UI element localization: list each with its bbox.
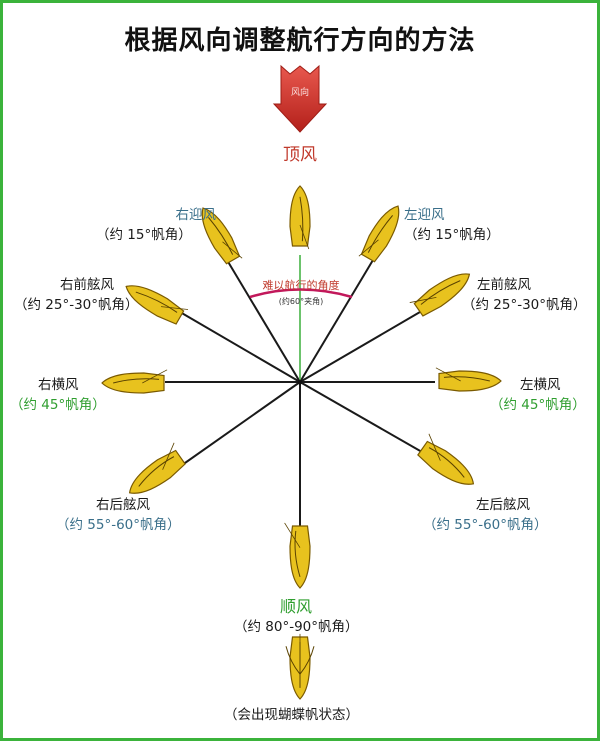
- wind-direction-arrow-icon: 风向: [272, 64, 328, 133]
- label-right-beam-reach: 右横风: [38, 377, 79, 393]
- spoke-left-broad: [299, 381, 423, 453]
- boat-left-close-reach-icon: [409, 273, 471, 317]
- label-right-beam-reach-angle: （约 45°帆角）: [10, 397, 106, 413]
- no-go-zone: 难以航行的角度 (约60°夹角): [249, 278, 353, 306]
- spoke-left-close-reach: [299, 311, 421, 383]
- page-title: 根据风向调整航行方向的方法: [124, 26, 476, 56]
- boat-head-to-wind-icon: [289, 185, 311, 250]
- label-left-beam-reach: 左横风: [520, 377, 561, 393]
- boat-butterfly-icon: [285, 633, 315, 700]
- no-go-arc: [249, 288, 353, 299]
- spoke-right-close: [226, 259, 301, 383]
- label-left-close-hauled-angle: （约 15°帆角）: [404, 227, 500, 243]
- label-right-close-hauled: 右迎风: [175, 207, 217, 223]
- boat-right-beam-reach-icon: [101, 369, 168, 394]
- label-left-broad-reach: 左后舷风: [476, 497, 530, 513]
- no-go-sublabel: (约60°夹角): [279, 296, 323, 306]
- boat-right-broad-reach-icon: [128, 442, 186, 494]
- label-right-close-reach-angle: （约 25°-30°帆角）: [14, 297, 139, 313]
- label-right-broad-reach: 右后舷风: [96, 497, 150, 513]
- boat-left-close-hauled-icon: [358, 205, 400, 263]
- label-left-close-hauled: 左迎风: [404, 207, 445, 223]
- boat-right-close-reach-icon: [125, 285, 189, 325]
- course-spokes: [165, 259, 435, 528]
- label-butterfly-note: （会出现蝴蝶帆状态）: [224, 707, 359, 723]
- label-left-broad-reach-angle: （约 55°-60°帆角）: [423, 517, 548, 533]
- boat-left-broad-reach-icon: [417, 433, 475, 485]
- boat-running-icon: [284, 522, 311, 589]
- wind-arrow-text: 风向: [291, 86, 309, 98]
- spoke-right-broad: [174, 381, 301, 471]
- spoke-left-close: [299, 259, 374, 383]
- label-left-close-reach-angle: （约 25°-30°帆角）: [462, 297, 587, 313]
- label-running: 顺风: [280, 597, 313, 616]
- spoke-right-close-reach: [179, 311, 301, 383]
- boat-left-beam-reach-icon: [435, 367, 502, 392]
- label-right-close-reach: 右前舷风: [60, 277, 114, 293]
- label-running-angle: （约 80°-90°帆角）: [234, 619, 359, 635]
- boats: [101, 185, 502, 700]
- center-point: [297, 379, 303, 385]
- head-to-wind-label: 顶风: [283, 145, 317, 165]
- no-go-label: 难以航行的角度: [263, 278, 340, 292]
- label-left-close-reach: 左前舷风: [477, 277, 531, 293]
- label-left-beam-reach-angle: （约 45°帆角）: [490, 397, 586, 413]
- boat-right-close-hauled-icon: [201, 207, 243, 265]
- label-right-close-hauled-angle: （约 15°帆角）: [96, 227, 192, 243]
- label-right-broad-reach-angle: （约 55°-60°帆角）: [56, 517, 181, 533]
